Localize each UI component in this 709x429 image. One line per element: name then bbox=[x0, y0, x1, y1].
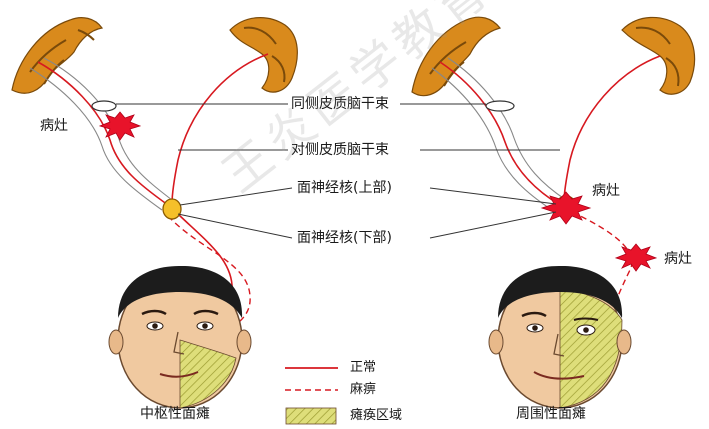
cortex-right-right bbox=[621, 16, 696, 95]
right-contralateral-tract bbox=[563, 55, 661, 203]
lesion-star-left bbox=[98, 111, 142, 141]
left-contralateral-tract bbox=[171, 53, 269, 205]
label-ipsilateral-tract: 同侧皮质脑干束 bbox=[291, 96, 389, 112]
label-contralateral-tract: 对侧皮质脑干束 bbox=[291, 142, 389, 158]
label-facial-nucleus-lower: 面神经核(下部) bbox=[297, 230, 392, 246]
legend-paralysis-area-label: 瘫痪区域 bbox=[350, 408, 403, 423]
label-lesion-right-lower: 病灶 bbox=[664, 251, 692, 267]
cortex-left-right bbox=[229, 17, 298, 93]
lesion-star-right-upper bbox=[540, 191, 592, 225]
central-face bbox=[108, 265, 252, 409]
right-ipsilateral-marker bbox=[485, 100, 515, 112]
legend-paralysis-label: 麻痹 bbox=[350, 382, 377, 397]
legend-paralysis-area-swatch bbox=[285, 407, 337, 425]
cortex-left-top bbox=[11, 17, 104, 94]
label-lesion-left: 病灶 bbox=[40, 118, 68, 134]
label-lesion-right-upper: 病灶 bbox=[592, 183, 620, 199]
lesion-star-right-lower bbox=[614, 243, 658, 272]
left-ipsilateral-tract bbox=[29, 57, 173, 211]
caption-central-facial-paralysis: 中枢性面瘫 bbox=[140, 406, 210, 422]
legend-normal-label: 正常 bbox=[350, 360, 377, 375]
caption-peripheral-facial-paralysis: 周围性面瘫 bbox=[516, 406, 586, 422]
peripheral-face bbox=[488, 265, 632, 409]
right-ipsilateral-tract bbox=[431, 57, 567, 211]
label-facial-nucleus-upper: 面神经核(上部) bbox=[297, 180, 392, 196]
pointer-lines bbox=[116, 103, 560, 239]
left-ipsilateral-marker bbox=[91, 100, 117, 112]
legend-graphics bbox=[285, 367, 338, 425]
left-facial-nucleus bbox=[162, 198, 182, 220]
